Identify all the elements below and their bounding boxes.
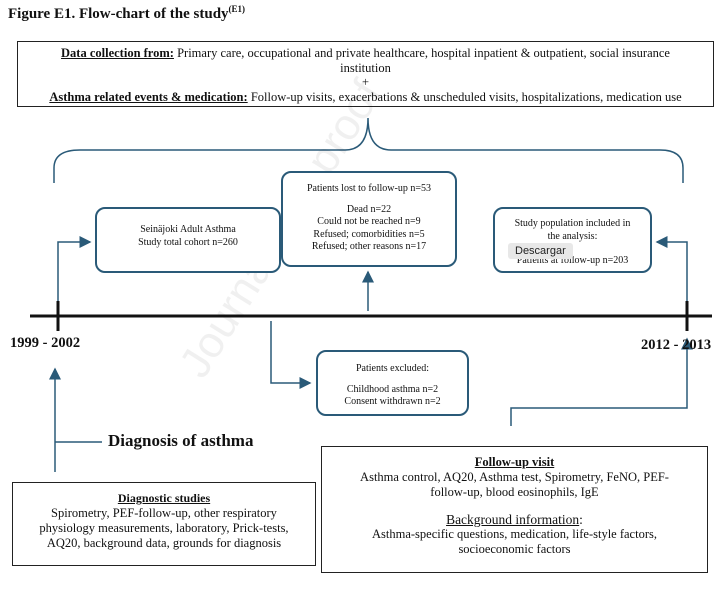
end-year-label: 2012 - 2013 xyxy=(641,337,712,353)
excluded-box: Patients excluded: Childhood asthma n=2 … xyxy=(316,350,469,416)
diagnostic-studies-box: Diagnostic studies Spirometry, PEF-follo… xyxy=(12,482,316,566)
diagnosis-label: Diagnosis of asthma xyxy=(108,431,254,450)
start-year-label: 1999 - 2002 xyxy=(10,335,81,351)
lost-followup-box: Patients lost to follow-up n=53 Dead n=2… xyxy=(281,171,457,267)
curly-brace xyxy=(53,117,684,183)
study-population-box: Study population included in the analysi… xyxy=(493,207,652,273)
arrow-to-excluded xyxy=(270,321,312,389)
data-collection-box: Data collection from: Primary care, occu… xyxy=(17,41,714,107)
cohort-box: Seinäjoki Adult Asthma Study total cohor… xyxy=(95,207,281,273)
followup-visit-box: Follow-up visit Asthma control, AQ20, As… xyxy=(321,446,708,573)
arrow-followup-up xyxy=(510,337,693,426)
arrow-to-population xyxy=(655,236,688,301)
figure-title: Figure E1. Flow-chart of the study(E1) xyxy=(8,4,246,22)
download-tooltip[interactable]: Descargar xyxy=(508,243,573,259)
arrow-to-cohort xyxy=(57,236,92,301)
